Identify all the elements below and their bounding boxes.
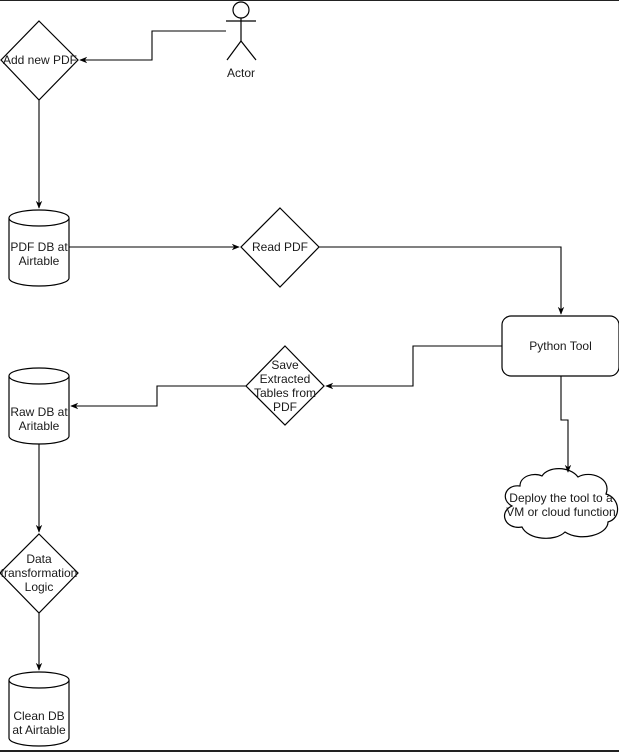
read-pdf-decision[interactable] — [240, 207, 320, 288]
deploy-label-line1: Deploy the tool to a — [509, 491, 613, 505]
add-new-pdf-label: Add new PDF — [2, 53, 78, 67]
canvas-top-border — [0, 0, 619, 1]
actor-figure[interactable] — [226, 1, 257, 61]
clean-db-label: Clean DB at Airtable — [4, 708, 74, 738]
save-tables-decision[interactable] — [245, 345, 325, 426]
deploy-cloud[interactable] — [503, 468, 619, 539]
clean-db-label-line2: at Airtable — [12, 723, 66, 737]
deploy-label: Deploy the tool to a VM or cloud functio… — [503, 490, 619, 520]
data-transformation-label-line3: Logic — [24, 580, 54, 594]
read-pdf-label: Read PDF — [251, 240, 309, 254]
clean-db-label-line1: Clean DB — [13, 709, 65, 723]
pdf-db-database[interactable] — [8, 209, 70, 287]
edge-actor-to-add-pdf — [79, 30, 226, 64]
data-transformation-label: Data transformation Logic — [0, 551, 84, 595]
raw-db-label: Raw DB at Aritable — [6, 404, 72, 434]
clean-db-database[interactable] — [8, 671, 70, 747]
pdf-db-label-line2: Airtable — [18, 254, 60, 268]
actor-label: Actor — [226, 66, 255, 80]
save-tables-label-line4: PDF — [273, 400, 297, 414]
actor-head — [232, 1, 250, 19]
edge-save-tables-to-raw-db — [70, 385, 246, 410]
edge-python-tool-to-deploy — [560, 376, 572, 473]
save-tables-label: Save Extracted Tables from PDF — [243, 357, 327, 415]
edge-python-tool-to-save-tables — [325, 345, 502, 390]
data-transformation-label-line2: transformation — [0, 566, 78, 580]
deploy-label-line2: VM or cloud function — [506, 505, 616, 519]
edge-read-pdf-to-python-tool — [319, 246, 565, 315]
actor-right-leg — [240, 40, 257, 61]
raw-db-label-line2: Aritable — [18, 419, 60, 433]
actor-left-leg — [226, 40, 242, 61]
save-tables-label-line1: Save — [271, 358, 299, 372]
data-transformation-label-line1: Data — [26, 552, 52, 566]
save-tables-label-line3: Tables from — [253, 386, 317, 400]
pdf-db-label: PDF DB at Airtable — [6, 239, 72, 269]
raw-db-database[interactable] — [8, 367, 70, 445]
raw-db-label-line1: Raw DB at — [10, 405, 68, 419]
pdf-db-label-line1: PDF DB at — [10, 240, 68, 254]
save-tables-label-line2: Extracted — [259, 372, 311, 386]
python-tool-label: Python Tool — [529, 339, 592, 353]
canvas-bottom-border — [0, 750, 619, 752]
